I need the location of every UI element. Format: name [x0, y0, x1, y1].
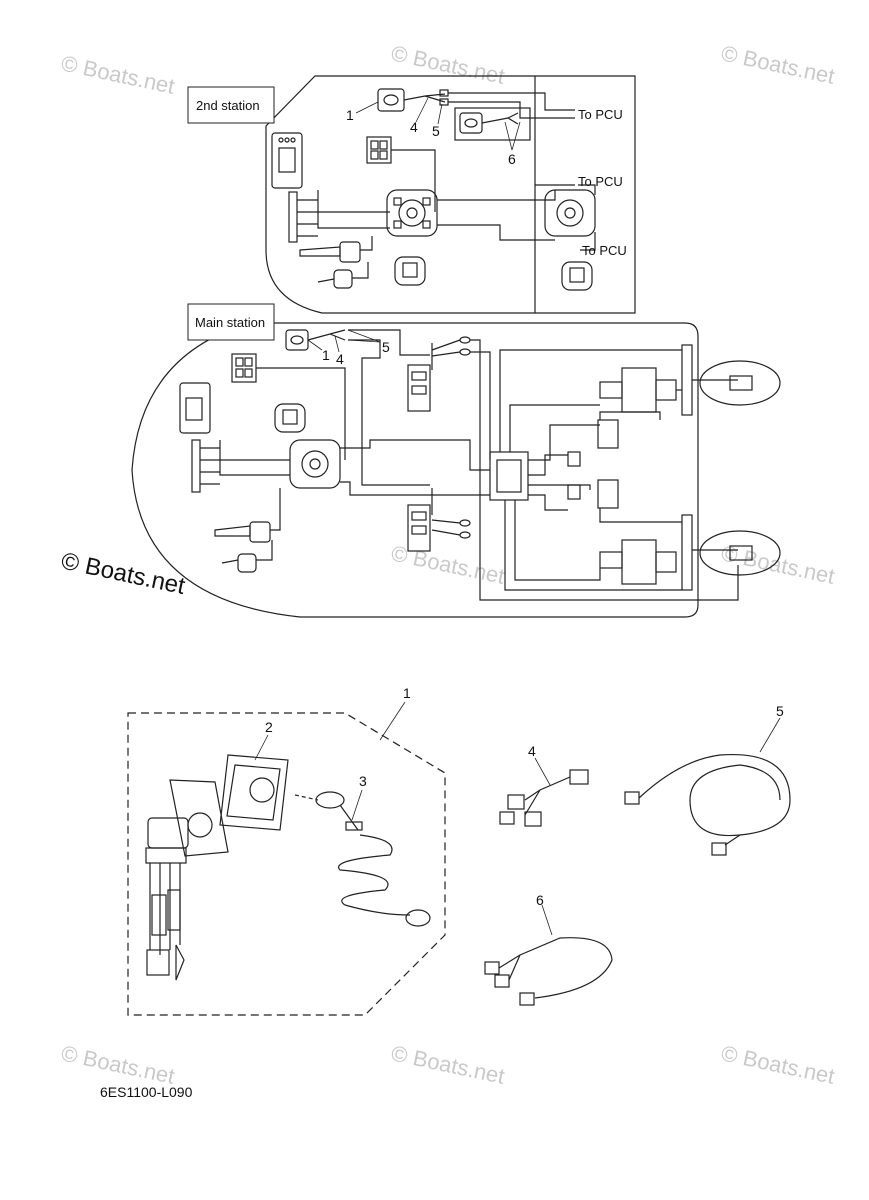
watermark-group: © Boats.net © Boats.net © Boats.net © Bo… [59, 40, 837, 1088]
callout-6: 6 [508, 151, 516, 167]
callout-main-5: 5 [382, 339, 390, 355]
pcu-labels: To PCU To PCU To PCU [578, 107, 627, 258]
main-station-outline [131, 322, 699, 618]
callout-4: 4 [410, 119, 418, 135]
pcu-label-1: To PCU [578, 107, 623, 122]
callout-main-1: 1 [322, 347, 330, 363]
main-station-label: Main station [195, 315, 265, 330]
part-code: 6ES1100-L090 [100, 1084, 193, 1100]
second-station-callouts: 1 4 5 6 [346, 107, 516, 167]
second-station-leaders [355, 97, 521, 151]
parts-callouts: 1 2 3 4 5 6 [265, 685, 784, 908]
watermark: © Boats.net [389, 40, 507, 88]
second-station-label-box [187, 86, 275, 124]
second-station-components [271, 88, 596, 291]
main-station-label-box [187, 303, 275, 341]
part-1-key-switch [145, 779, 229, 981]
main-station-leaders [307, 329, 381, 353]
callout-5: 5 [432, 123, 440, 139]
pcu-label-3: To PCU [582, 243, 627, 258]
part-2-gasket [219, 754, 289, 831]
part-callout-5: 5 [776, 703, 784, 719]
watermark: © Boats.net [719, 540, 837, 588]
parts-kit-outline [127, 712, 446, 1016]
part-5-cable [624, 753, 791, 856]
part-6-harness [484, 937, 613, 1006]
part-3-lanyard [294, 791, 431, 927]
watermark: © Boats.net [59, 1040, 177, 1088]
part-callout-3: 3 [359, 773, 367, 789]
part-4-harness [499, 769, 589, 827]
watermark: © Boats.net [389, 540, 507, 588]
callout-1: 1 [346, 107, 354, 123]
part-callout-6: 6 [536, 892, 544, 908]
callout-main-4: 4 [336, 351, 344, 367]
part-callout-1: 1 [403, 685, 411, 701]
watermark: © Boats.net [59, 50, 177, 98]
second-station-outline [265, 75, 636, 314]
part-callout-2: 2 [265, 719, 273, 735]
watermark: © Boats.net [389, 1040, 507, 1088]
parts-leaders [254, 701, 781, 936]
second-station-label: 2nd station [196, 98, 260, 113]
main-station-components [179, 329, 781, 601]
pcu-label-2: To PCU [578, 174, 623, 189]
part-callout-4: 4 [528, 743, 536, 759]
watermark: © Boats.net [719, 1040, 837, 1088]
copyright-text: © Boats.net [59, 547, 188, 600]
main-station-callouts: 1 4 5 [322, 339, 390, 367]
watermark: © Boats.net [719, 40, 837, 88]
